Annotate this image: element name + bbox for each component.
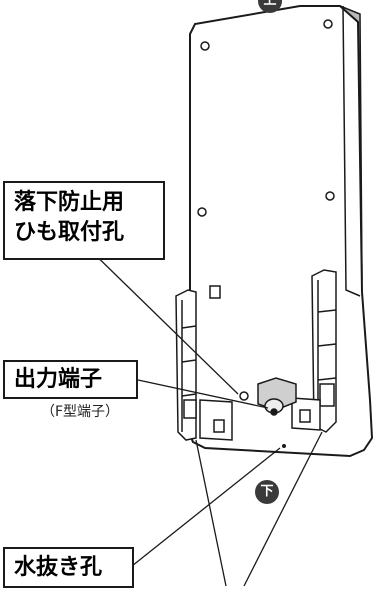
screw-hole-mid-right	[325, 191, 335, 201]
output-terminal-shape	[257, 377, 297, 416]
top-tab	[209, 285, 221, 299]
output-terminal-callout: 出力端子	[3, 360, 138, 399]
strap-mount-label-line2: ひも取付孔	[14, 220, 125, 245]
output-terminal-sublabel: （F型端子）	[41, 404, 120, 420]
bottom-mark-badge: 下	[255, 480, 279, 504]
screw-hole-top-right	[323, 19, 333, 29]
right-rail	[311, 269, 337, 433]
top-mark-badge: 上	[258, 0, 282, 13]
left-rail	[175, 289, 197, 441]
drain-hole-callout: 水抜き孔	[3, 547, 134, 588]
drain-hole-label: 水抜き孔	[14, 555, 103, 580]
strap-mount-hole	[239, 391, 249, 401]
screw-hole-mid-left	[197, 207, 207, 217]
bottom-base	[199, 397, 321, 441]
leader-lines	[79, 239, 323, 587]
screw-hole-top-left	[200, 41, 210, 51]
panel-edge-line	[342, 5, 361, 297]
drain-hole-mark	[282, 444, 286, 448]
strap-mount-callout: 落下防止用 ひも取付孔	[3, 181, 165, 260]
strap-mount-label-line1: 落下防止用	[14, 190, 125, 215]
output-terminal-label: 出力端子	[14, 367, 103, 392]
